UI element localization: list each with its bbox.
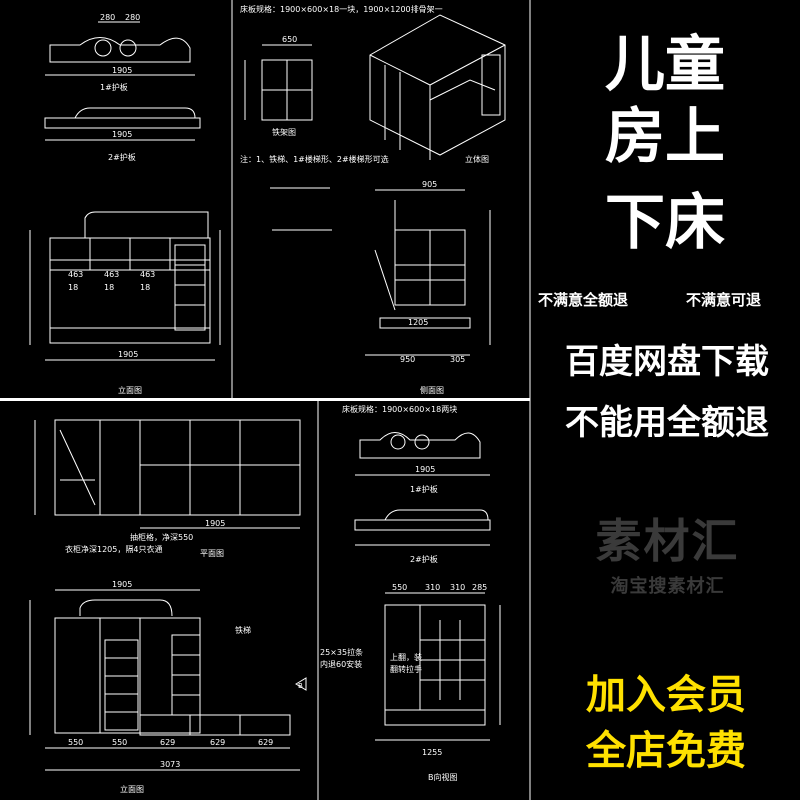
tl-front-dim-3: 463 <box>140 270 155 279</box>
br-b-dim-total: 1255 <box>422 748 442 757</box>
tl-front-dim-6: 18 <box>140 283 150 292</box>
member-text: 加入会员 <box>586 672 746 718</box>
tl-board2-label: 2#护板 <box>108 152 136 162</box>
tl-front-dim-2: 463 <box>104 270 119 279</box>
watermark-sub: 淘宝搜素材汇 <box>610 576 725 597</box>
bl-front-label: 立面图 <box>120 784 144 794</box>
tm-side-dim-top: 905 <box>422 180 437 189</box>
bl-note-wardrobe: 衣柜净深1205，隔4只衣通 <box>65 544 162 554</box>
title-line-2: 房上 <box>605 102 725 172</box>
tl-board1-dim-b: 280 <box>125 13 140 22</box>
tm-iso-label: 立体图 <box>465 154 489 164</box>
bl-plan-label: 平面图 <box>200 549 224 558</box>
br-b-note-2: 翻转拉手 <box>390 664 422 674</box>
title-line-3: 下床 <box>605 188 725 258</box>
bl-ladder-label: 铁梯 <box>235 625 251 635</box>
title-line-1: 儿童 <box>605 30 725 100</box>
bl-note-drawer: 抽柜格，净深550 <box>130 532 193 542</box>
download-text: 百度网盘下载 <box>565 342 769 382</box>
tl-front-dim-4: 18 <box>68 283 78 292</box>
br-board2-label: 2#护板 <box>410 554 438 564</box>
refund-left: 不满意全额退 <box>538 291 629 309</box>
bl-front-dim-total: 3073 <box>160 760 180 769</box>
tm-spec: 床板规格：1900×600×18一块，1900×1200排骨架一 <box>240 4 443 14</box>
tl-board1-label: 1#护板 <box>100 82 128 92</box>
tm-side-dim-a: 950 <box>400 355 415 364</box>
tl-front-dim-1: 463 <box>68 270 83 279</box>
tm-frame-label: 铁架图 <box>272 127 296 137</box>
bl-front-dim-3: 629 <box>160 738 175 747</box>
br-b-dim-1: 550 <box>392 583 407 592</box>
bl-front-dim-top: 1905 <box>112 580 132 589</box>
br-b-note-3: 25×35拉条 <box>320 647 363 657</box>
tl-board2-dim: 1905 <box>112 130 132 139</box>
br-board1-dim: 1905 <box>415 465 435 474</box>
tl-front-dim-total: 1905 <box>118 350 138 359</box>
tl-front-label: 立面图 <box>118 385 142 395</box>
bl-front-dim-1: 550 <box>68 738 83 747</box>
tl-board1-dim-total: 1905 <box>112 66 132 75</box>
br-spec: 床板规格：1900×600×18两块 <box>342 404 457 414</box>
br-b-dim-3: 310 <box>450 583 465 592</box>
tm-side-dim-mid: 1205 <box>408 318 428 327</box>
bl-front-dim-4: 629 <box>210 738 225 747</box>
refund-right: 不满意可退 <box>686 291 762 309</box>
tm-side-label: 侧面图 <box>420 385 444 395</box>
section-divider <box>0 398 530 401</box>
free-text: 全店免费 <box>586 728 746 774</box>
br-b-marker: B <box>298 682 303 690</box>
watermark-main: 素材汇 <box>595 514 740 568</box>
br-b-dim-2: 310 <box>425 583 440 592</box>
br-b-label: B向视图 <box>428 772 458 782</box>
tm-frame-dim: 650 <box>282 35 297 44</box>
bl-plan-dim: 1905 <box>205 519 225 528</box>
br-b-dim-4: 285 <box>472 583 487 592</box>
unusable-text: 不能用全额退 <box>565 403 769 443</box>
tm-note: 注：1、铁梯、1#楼梯形、2#楼梯形可选 <box>240 154 389 164</box>
bl-front-dim-5: 629 <box>258 738 273 747</box>
br-b-note-1: 上翻，装 <box>390 652 422 662</box>
br-b-note-4: 内退60安装 <box>320 659 362 669</box>
tl-board1-dim-a: 280 <box>100 13 115 22</box>
bl-front-dim-2: 550 <box>112 738 127 747</box>
tm-side-dim-b: 305 <box>450 355 465 364</box>
br-board1-label: 1#护板 <box>410 484 438 494</box>
tl-front-dim-5: 18 <box>104 283 114 292</box>
